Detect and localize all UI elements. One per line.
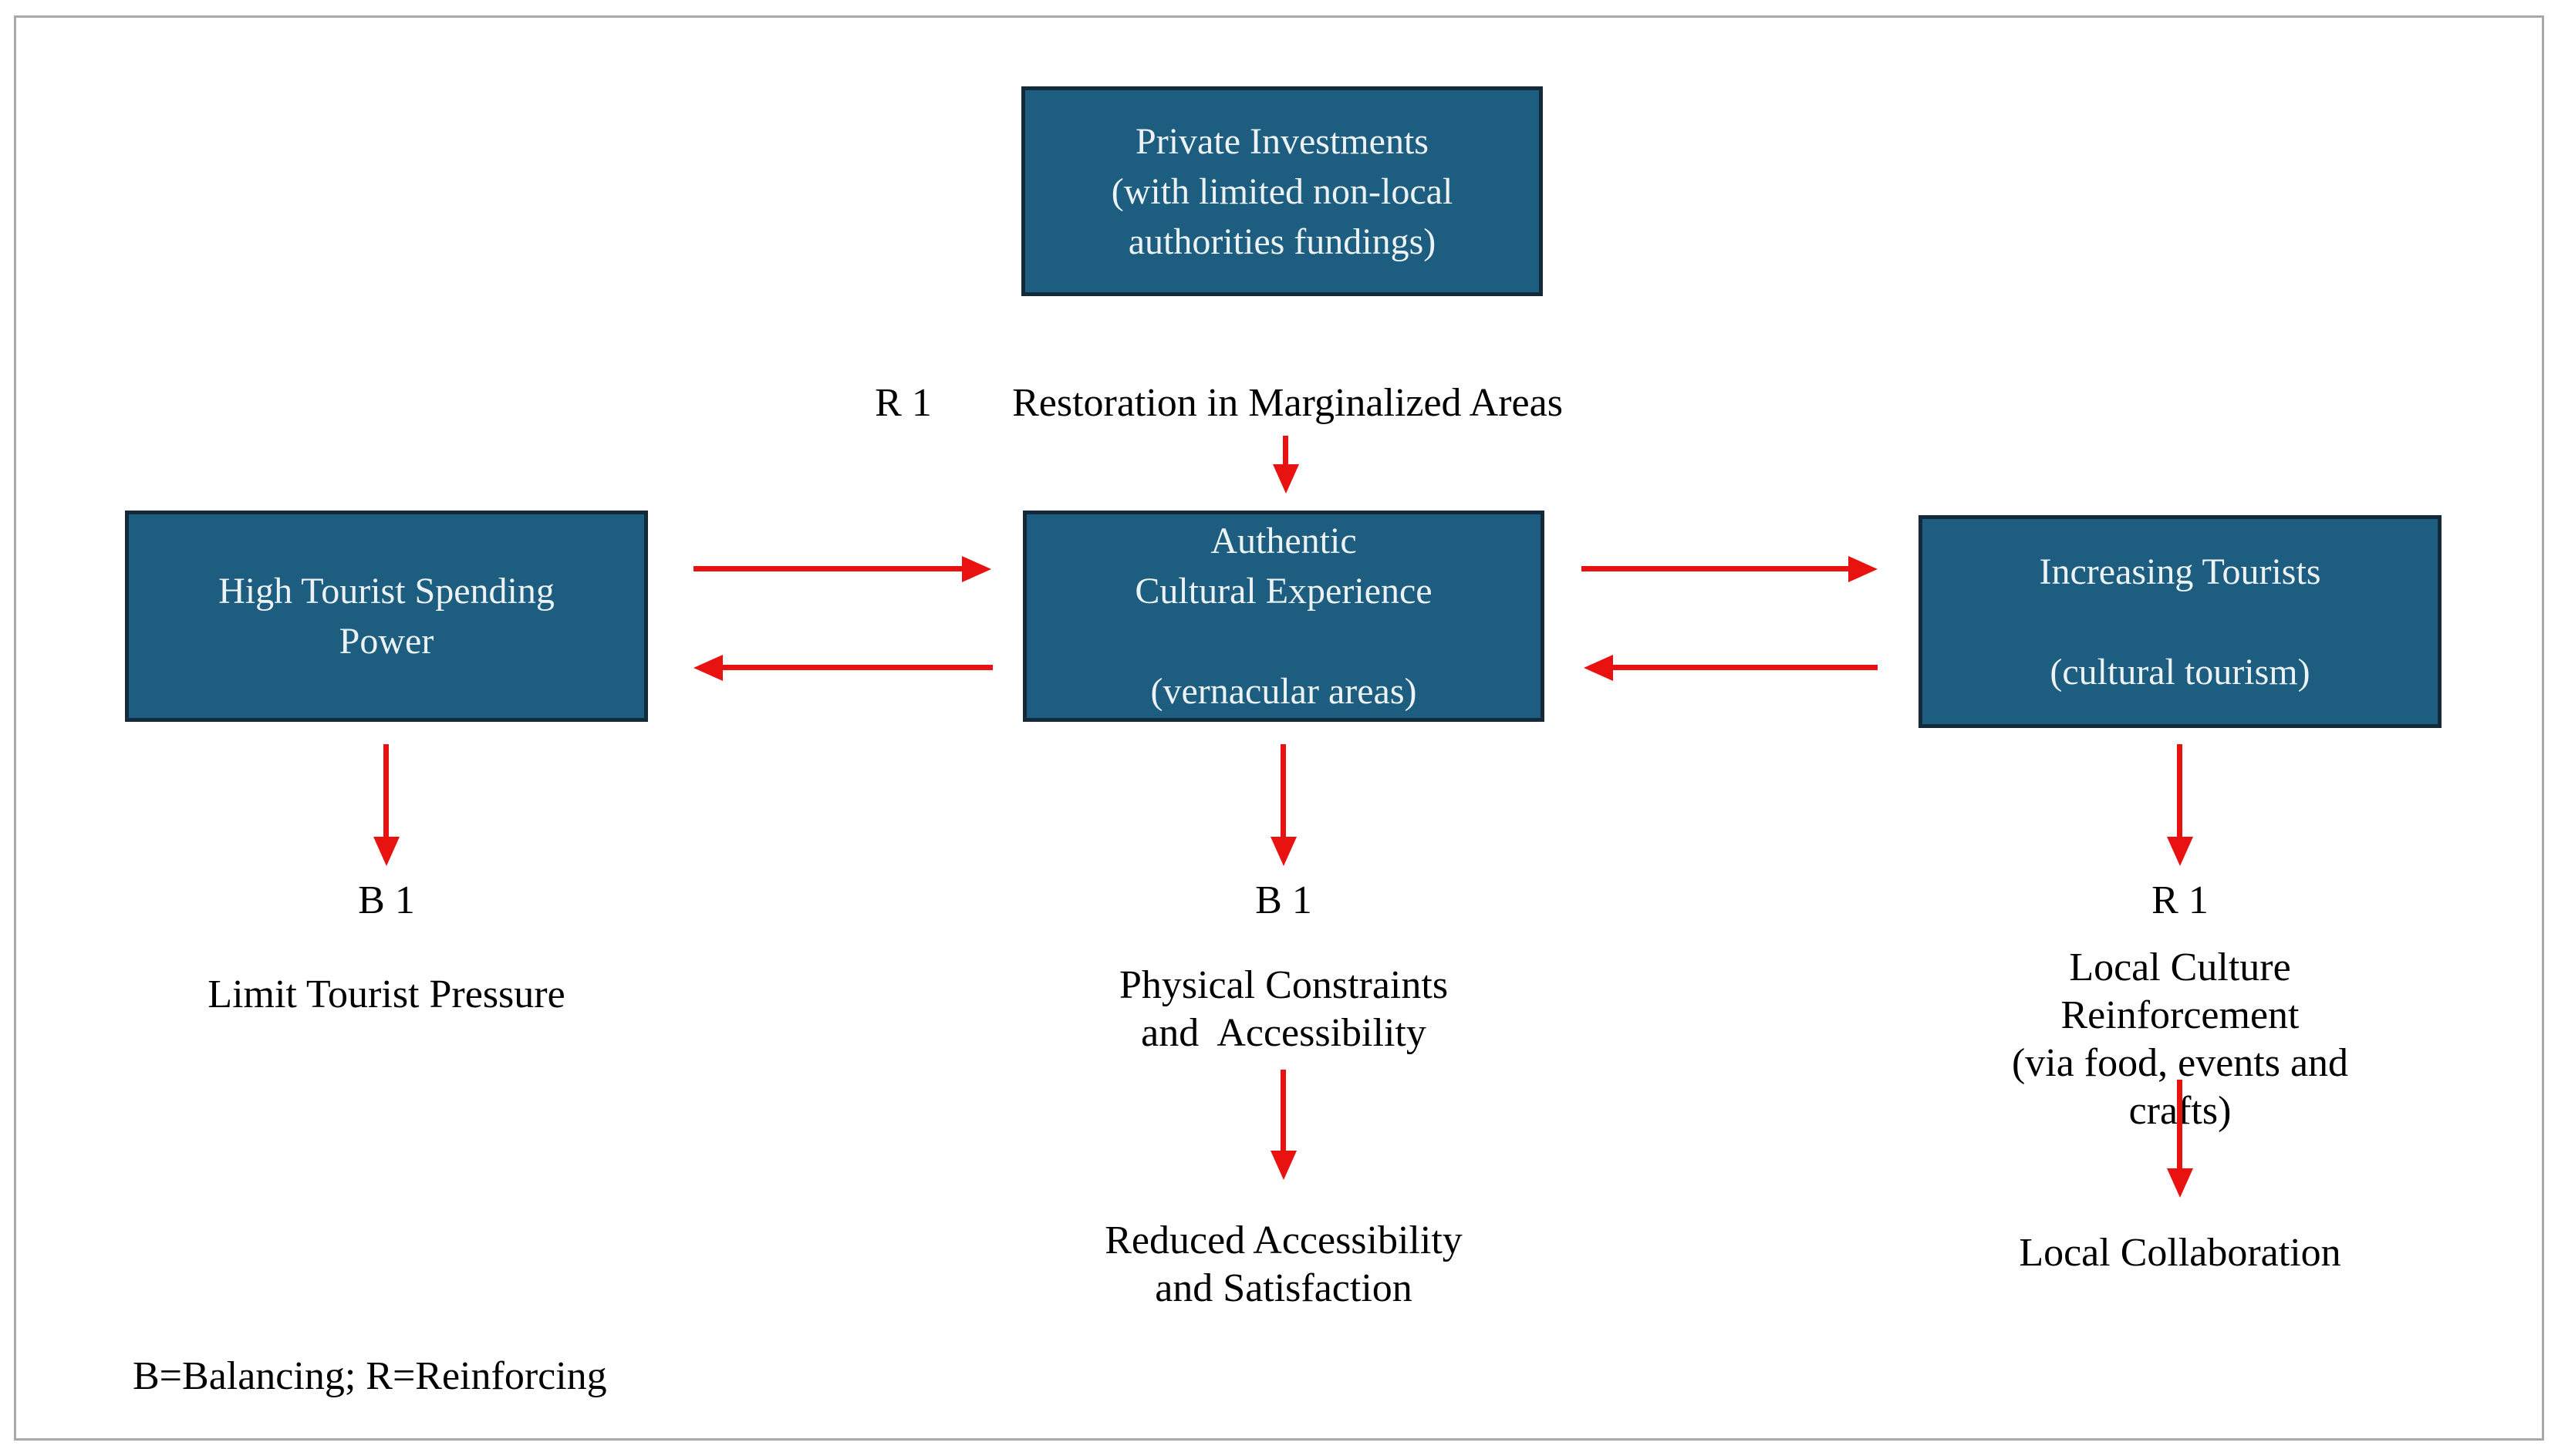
node-increasing-tourists: Increasing Tourists (cultural tourism)	[1918, 515, 2442, 728]
label-physical-constraints-accessibility: Physical Constraints and Accessibility	[1119, 963, 1449, 1055]
arrow-restoration-to-authentic-icon	[1283, 436, 1288, 464]
arrow-tourists-down-to-r1-icon	[2177, 744, 2182, 837]
node-authentic-cultural-experience: Authentic Cultural Experience (vernacula…	[1023, 511, 1544, 722]
node-high-tourist-spending-power: High Tourist Spending Power	[125, 511, 648, 722]
loop-label-b1-center: B 1	[1255, 878, 1312, 922]
arrow-authentic-to-spending-icon	[723, 665, 993, 670]
label-limit-tourist-pressure: Limit Tourist Pressure	[208, 972, 565, 1016]
arrow-culture-to-collaboration-icon	[2177, 1080, 2182, 1168]
loop-label-r1-right: R 1	[2151, 878, 2209, 922]
arrow-tourists-to-authentic-icon	[1613, 665, 1878, 670]
arrow-spending-down-to-b1-icon	[383, 744, 389, 837]
arrow-authentic-to-tourists-icon	[1581, 566, 1848, 571]
arrow-authentic-down-to-b1-icon	[1281, 744, 1286, 837]
label-local-collaboration: Local Collaboration	[2019, 1231, 2341, 1275]
label-restoration-in-marginalized-areas: Restoration in Marginalized Areas	[1012, 381, 1563, 425]
loop-label-r1-top: R 1	[875, 381, 932, 425]
legend-balancing-reinforcing: B=Balancing; R=Reinforcing	[133, 1354, 607, 1398]
label-local-culture-reinforcement: Local Culture Reinforcement (via food, e…	[2011, 945, 2349, 1133]
loop-label-b1-left: B 1	[358, 878, 415, 922]
node-private-investments: Private Investments (with limited non-lo…	[1021, 86, 1543, 296]
arrow-physical-to-reduced-icon	[1281, 1070, 1286, 1151]
arrow-spending-to-authentic-icon	[693, 566, 962, 571]
outer-frame	[14, 15, 2544, 1441]
label-reduced-accessibility-satisfaction: Reduced Accessibility and Satisfaction	[1105, 1218, 1463, 1310]
